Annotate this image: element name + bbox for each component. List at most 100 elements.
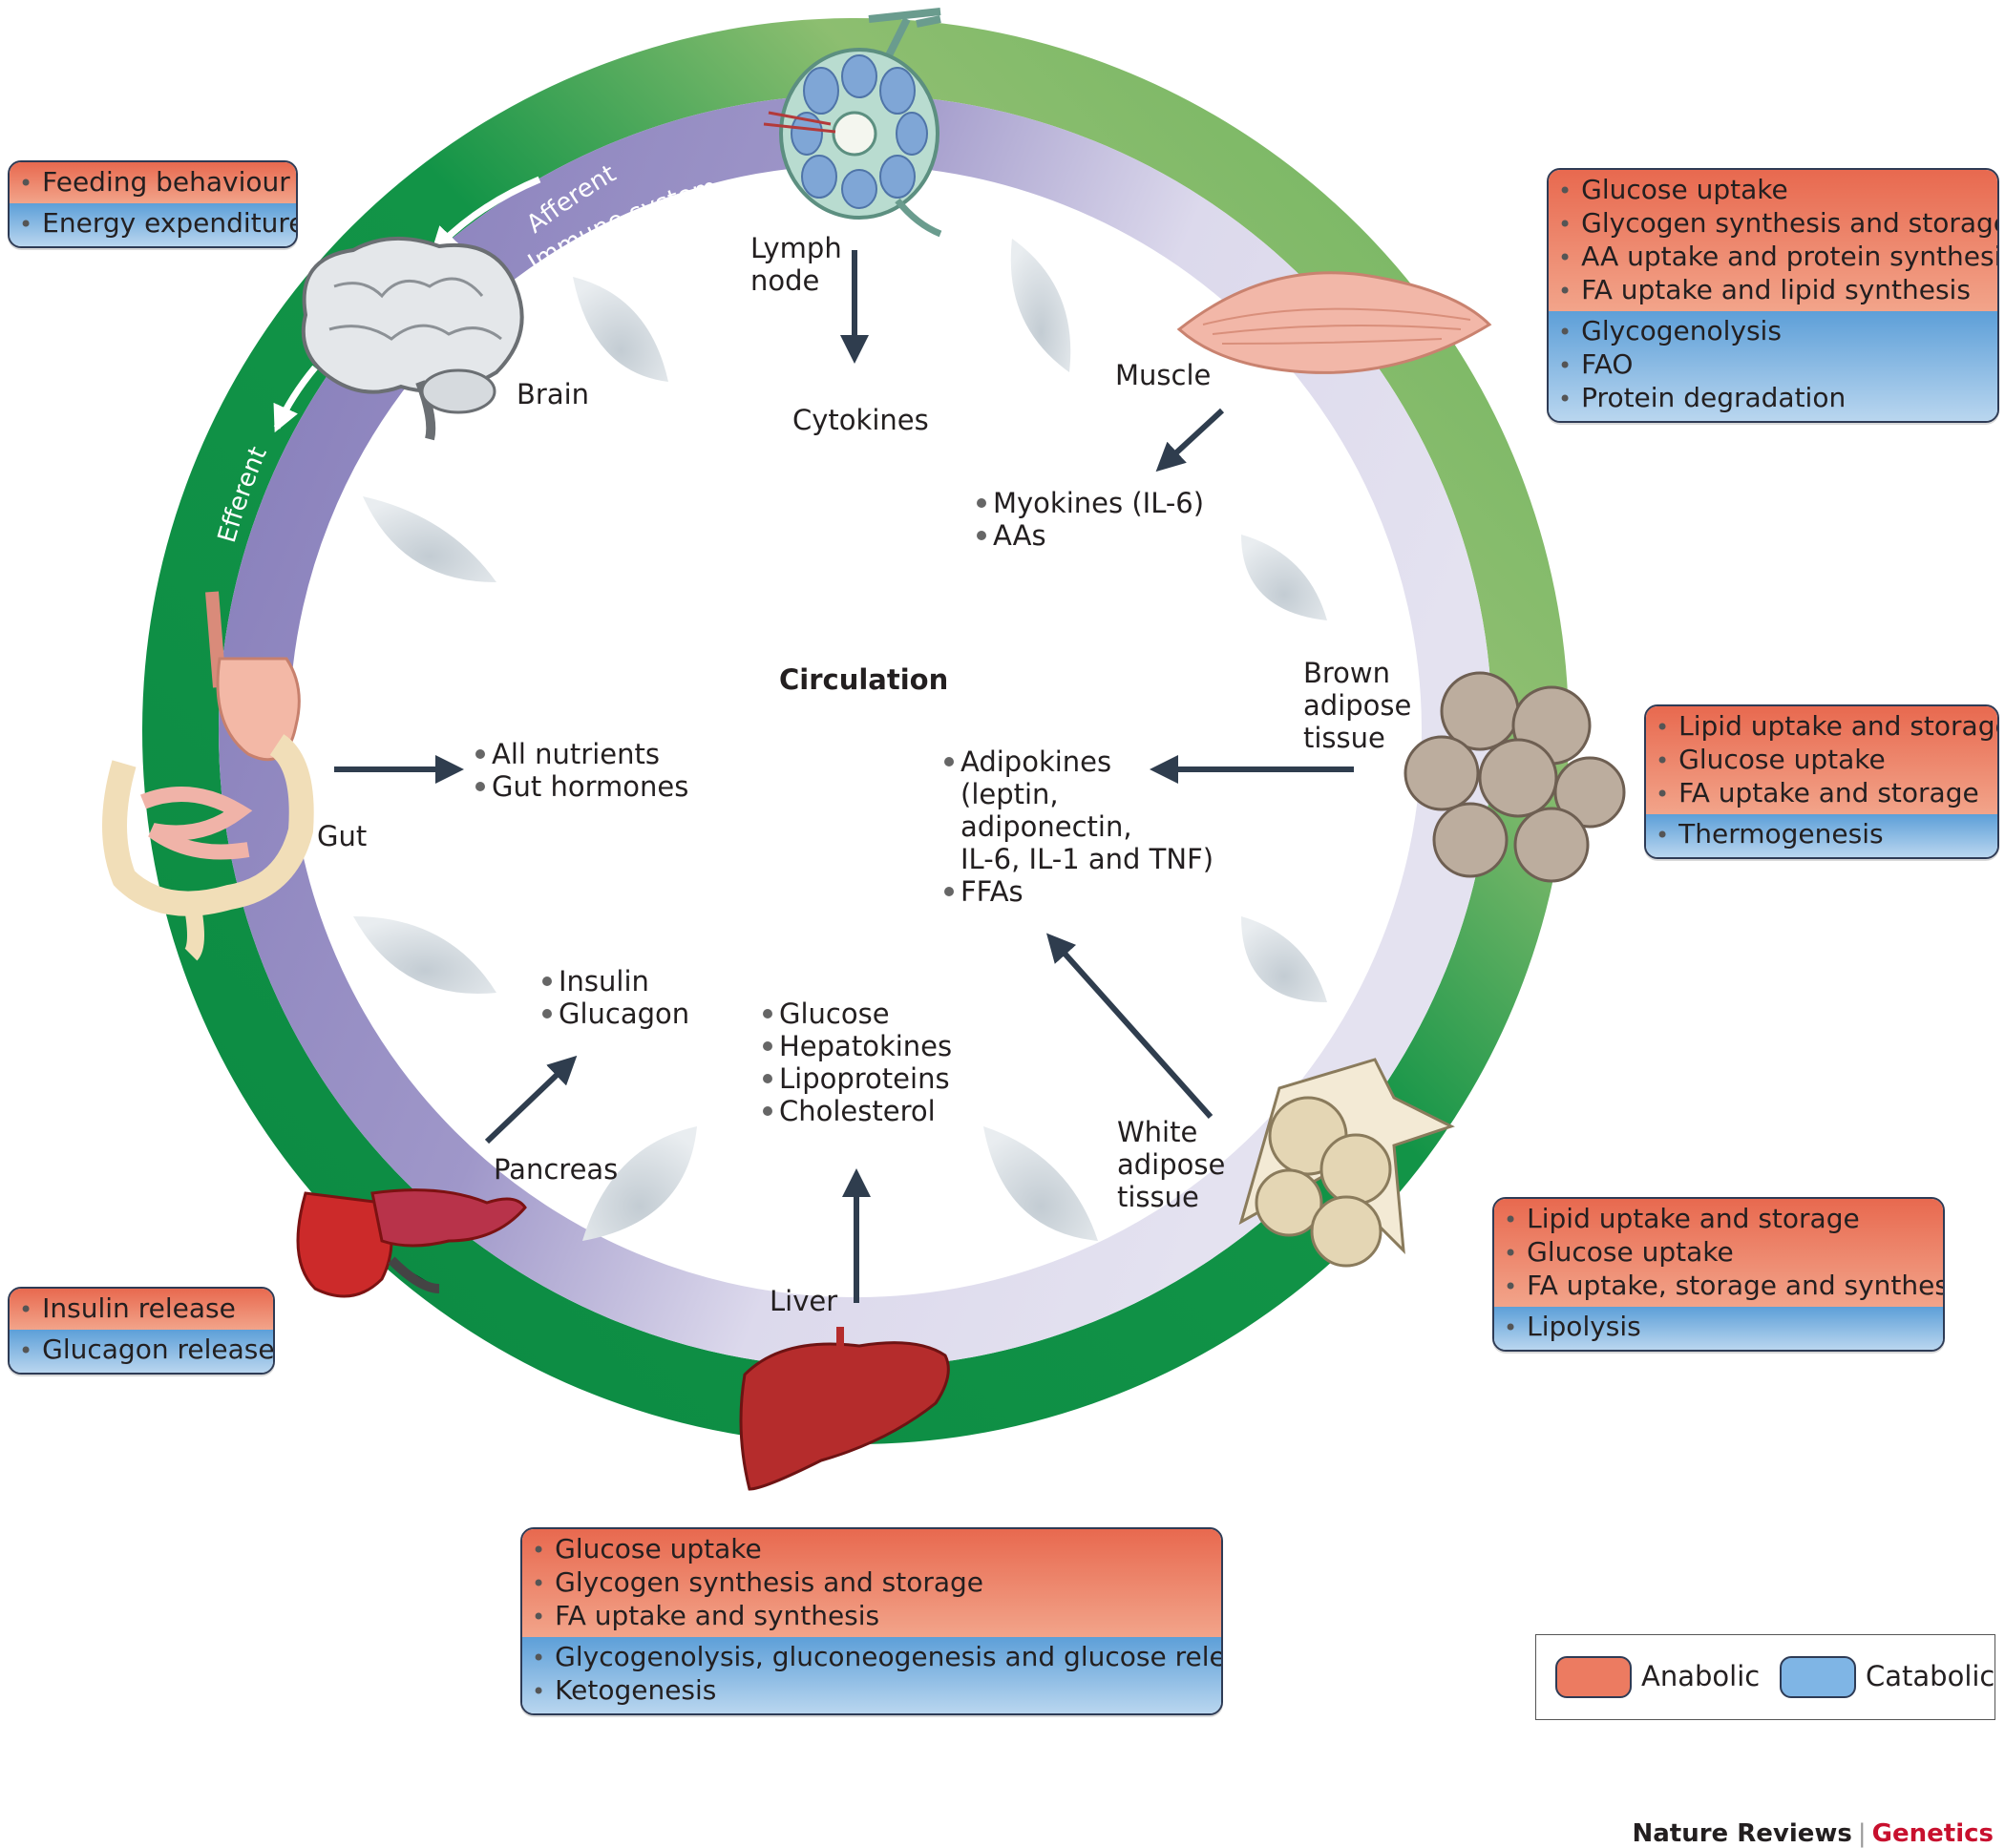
shade-3 <box>363 496 496 582</box>
afferent-arrow <box>431 176 541 255</box>
bullet-dot <box>977 531 986 540</box>
secreted-factor: Gut hormones <box>492 770 688 803</box>
catabolic-item: Glucagon release <box>19 1334 273 1367</box>
anabolic-item: AA uptake and protein synthesis <box>1558 241 1997 274</box>
label-line: node <box>750 264 819 297</box>
catabolic-item: FAO <box>1558 348 1988 382</box>
journal-name: Nature Reviews <box>1632 1819 1852 1848</box>
legend: Anabolic Catabolic <box>1535 1634 1995 1720</box>
brown-adipose-icon <box>1404 671 1626 883</box>
white-adipose-icon <box>1238 1058 1455 1268</box>
secreted-factor: AAs <box>993 519 1046 552</box>
bullet-dot <box>763 1074 772 1083</box>
lymph-node-icon <box>763 8 942 238</box>
bullet-dot <box>763 1009 772 1018</box>
label-line: tissue <box>1303 722 1385 754</box>
muscle-process-box: Glucose uptakeGlycogen synthesis and sto… <box>1547 168 1999 423</box>
anabolic-item: Glucose uptake <box>1656 744 1988 777</box>
label-line: adipose <box>1117 1148 1225 1181</box>
journal-section: Genetics <box>1871 1819 1994 1848</box>
bullet-dot <box>944 757 954 766</box>
gut-icon <box>102 591 314 961</box>
journal-credit: Nature Reviews|Genetics <box>1632 1819 1994 1848</box>
shade-8 <box>983 1126 1098 1241</box>
shade-6 <box>1241 916 1327 1002</box>
secreted-factor: Insulin <box>559 965 649 998</box>
cytokines-list: Cytokines <box>792 404 929 436</box>
white-adipose-process-box: Lipid uptake and storageGlucose uptakeFA… <box>1492 1197 1945 1352</box>
catabolic-item: Glycogenolysis, gluconeogenesis and gluc… <box>532 1641 1221 1674</box>
label-line: Brown <box>1303 657 1390 689</box>
brain-icon <box>301 237 524 441</box>
bullet-dot <box>763 1041 772 1051</box>
bullet-dot <box>542 976 552 986</box>
secretion-arrows <box>334 250 1354 1303</box>
anabolic-item: FA uptake and storage <box>1656 777 1988 810</box>
label-line: adipose <box>1303 689 1411 722</box>
pancreas-arrow <box>484 1055 578 1144</box>
secreted-factor: Lipoproteins <box>779 1062 950 1095</box>
catabolic-section: Lipolysis <box>1494 1307 1943 1350</box>
anabolic-section: Lipid uptake and storageGlucose uptakeFA… <box>1646 706 1997 814</box>
secreted-factor: Cholesterol <box>779 1095 936 1127</box>
anabolic-section: Glucose uptakeGlycogen synthesis and sto… <box>1549 170 1997 311</box>
anabolic-item: Glucose uptake <box>1504 1236 1933 1270</box>
secreted-factor: (leptin, <box>960 778 1059 810</box>
gut-label: Gut <box>317 820 367 852</box>
label-line: tissue <box>1117 1181 1199 1213</box>
anabolic-item: Insulin release <box>19 1292 264 1326</box>
label-line: Lymph <box>750 232 842 264</box>
catabolic-item: Energy expenditure <box>19 207 296 241</box>
circulation-label: Circulation <box>779 663 948 696</box>
bullet-dot <box>977 498 986 508</box>
secreted-factor: adiponectin, <box>960 810 1132 843</box>
liver-process-box: Glucose uptakeGlycogen synthesis and sto… <box>520 1527 1223 1715</box>
anabolic-item: Glycogen synthesis and storage <box>1558 207 1997 241</box>
secreted-factor: FFAs <box>960 875 1024 908</box>
catabolic-swatch <box>1780 1656 1856 1698</box>
bullet-dot <box>475 782 485 791</box>
anabolic-item: Glucose uptake <box>532 1533 1212 1566</box>
anabolic-section: Lipid uptake and storageGlucose uptakeFA… <box>1494 1199 1943 1307</box>
catabolic-legend-label: Catabolic <box>1866 1660 1995 1692</box>
secreted-factor: Cytokines <box>792 404 929 436</box>
anabolic-item: FA uptake and synthesis <box>532 1600 1212 1633</box>
white-adipose-arrow <box>1046 933 1214 1119</box>
bullet-dot <box>944 887 954 896</box>
anabolic-item: Feeding behaviour <box>19 166 290 200</box>
anabolic-section: Insulin release <box>10 1289 273 1330</box>
circulation-shading <box>353 239 1327 1241</box>
catabolic-item: Lipolysis <box>1504 1311 1933 1344</box>
anabolic-legend-label: Anabolic <box>1641 1660 1761 1692</box>
shade-1 <box>573 277 668 382</box>
secreted-factor: IL-6, IL-1 and TNF) <box>960 843 1214 875</box>
secreted-factor: Adipokines <box>960 746 1111 778</box>
bullet-dot <box>475 749 485 759</box>
shade-2 <box>1010 239 1071 372</box>
secreted-factor: All nutrients <box>492 738 660 770</box>
anabolic-swatch <box>1555 1656 1632 1698</box>
myokines-list: Myokines (IL-6)AAs <box>977 487 1204 552</box>
bullet-dot <box>542 1009 552 1018</box>
anabolic-item: FA uptake, storage and synthesis <box>1504 1270 1943 1303</box>
catabolic-section: Energy expenditure <box>10 203 296 246</box>
brain-label: Brain <box>517 378 589 410</box>
label-line: White <box>1117 1116 1197 1148</box>
shade-5 <box>353 916 496 994</box>
catabolic-item: Ketogenesis <box>532 1674 1212 1708</box>
catabolic-section: Glucagon release <box>10 1330 273 1373</box>
muscle-arrow <box>1155 408 1225 472</box>
adipokines-list: Adipokines(leptin,adiponectin,IL-6, IL-1… <box>944 746 1214 908</box>
anabolic-item: Glycogen synthesis and storage <box>532 1566 1212 1600</box>
secreted-factor: Glucagon <box>559 998 689 1030</box>
shade-7 <box>582 1126 697 1241</box>
catabolic-item: Thermogenesis <box>1656 818 1988 851</box>
secreted-factor: Hepatokines <box>779 1030 952 1062</box>
pancreas-label: Pancreas <box>494 1153 618 1186</box>
catabolic-item: Glycogenolysis <box>1558 315 1988 348</box>
